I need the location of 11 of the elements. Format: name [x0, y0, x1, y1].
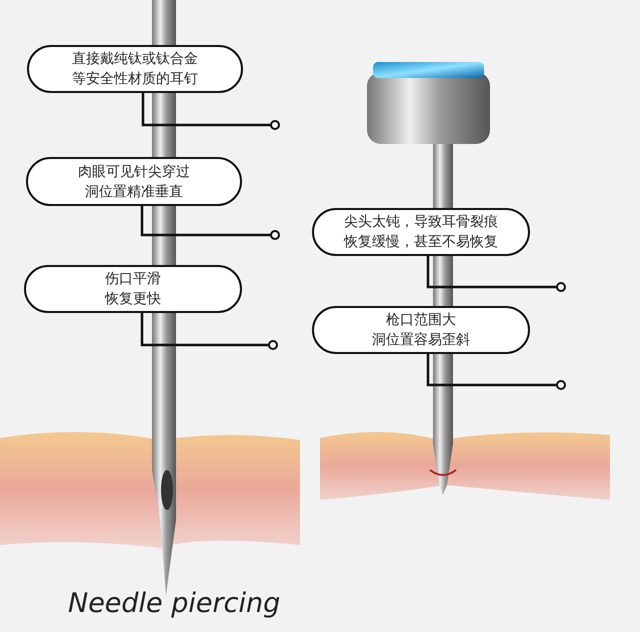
caption-text: Needle piercing: [68, 588, 280, 619]
callout-box: 尖头太钝，导致耳骨裂痕恢复缓慢，甚至不易恢复: [312, 208, 530, 256]
callout-box: 伤口平滑恢复更快: [24, 265, 242, 313]
leader-line: [142, 93, 280, 130]
leader-line: [140, 313, 278, 350]
leader-line: [426, 256, 566, 292]
callout-box: 直接戴纯钛或钛合金等安全性材质的耳钉: [27, 45, 243, 93]
leader-line: [140, 206, 280, 240]
callout-box: 枪口范围大洞位置容易歪斜: [312, 306, 530, 354]
callout-box: 肉眼可见针尖穿过洞位置精准垂直: [26, 157, 242, 206]
leader-line: [426, 354, 566, 390]
